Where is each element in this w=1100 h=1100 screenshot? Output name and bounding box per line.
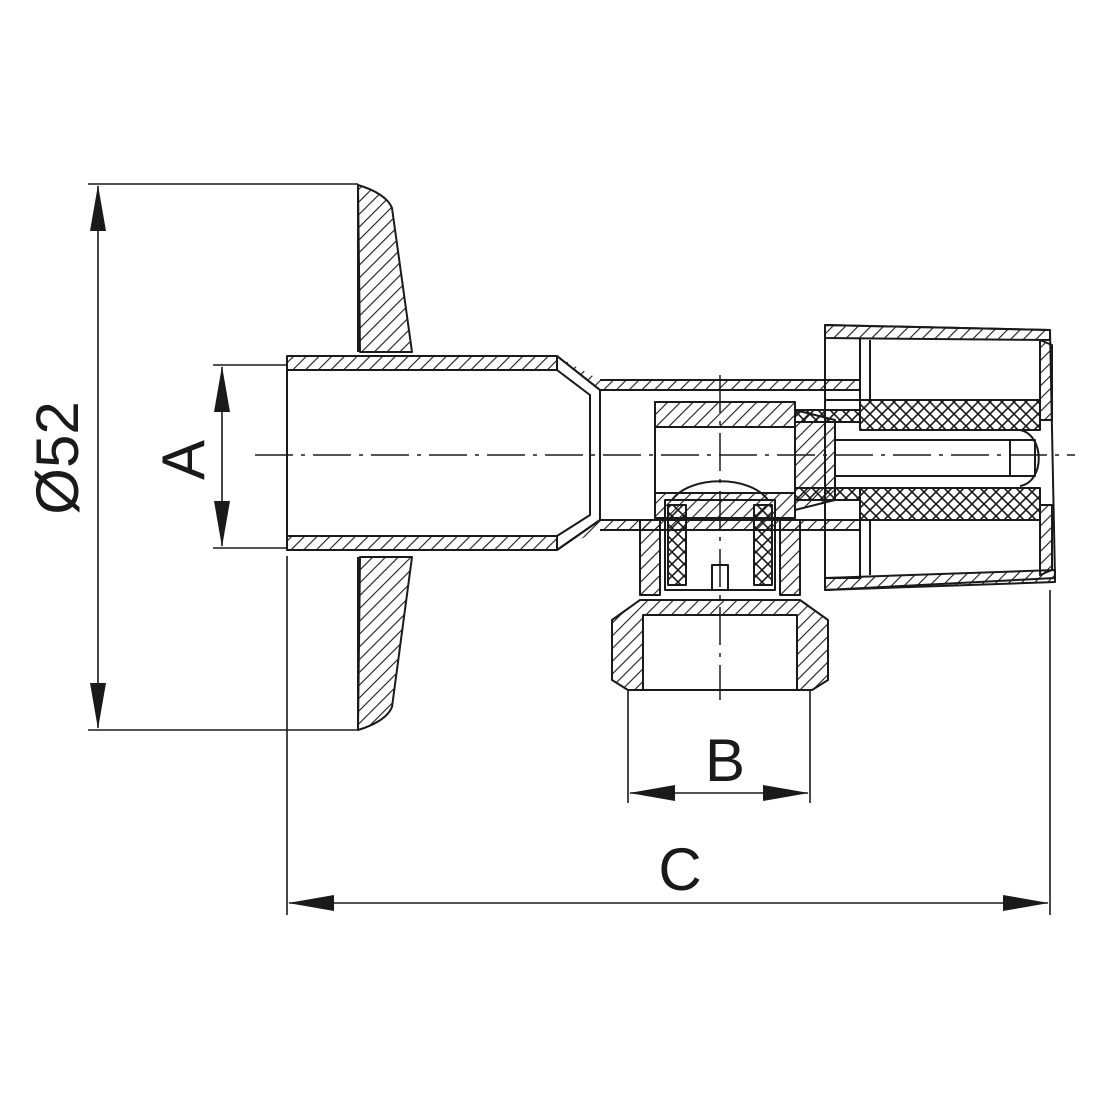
label-diameter: Ø52 <box>24 401 91 514</box>
center-lines <box>255 375 1075 700</box>
dimension-c <box>286 556 1051 915</box>
escutcheon-rosette <box>357 184 413 731</box>
label-c: C <box>658 836 701 903</box>
label-b: B <box>705 727 745 794</box>
spindle <box>834 429 1040 487</box>
dimension-diameter <box>88 183 358 731</box>
handle-knob <box>824 324 1056 591</box>
label-a: A <box>150 440 217 480</box>
dimension-a <box>213 364 287 549</box>
dimension-b <box>627 690 811 803</box>
